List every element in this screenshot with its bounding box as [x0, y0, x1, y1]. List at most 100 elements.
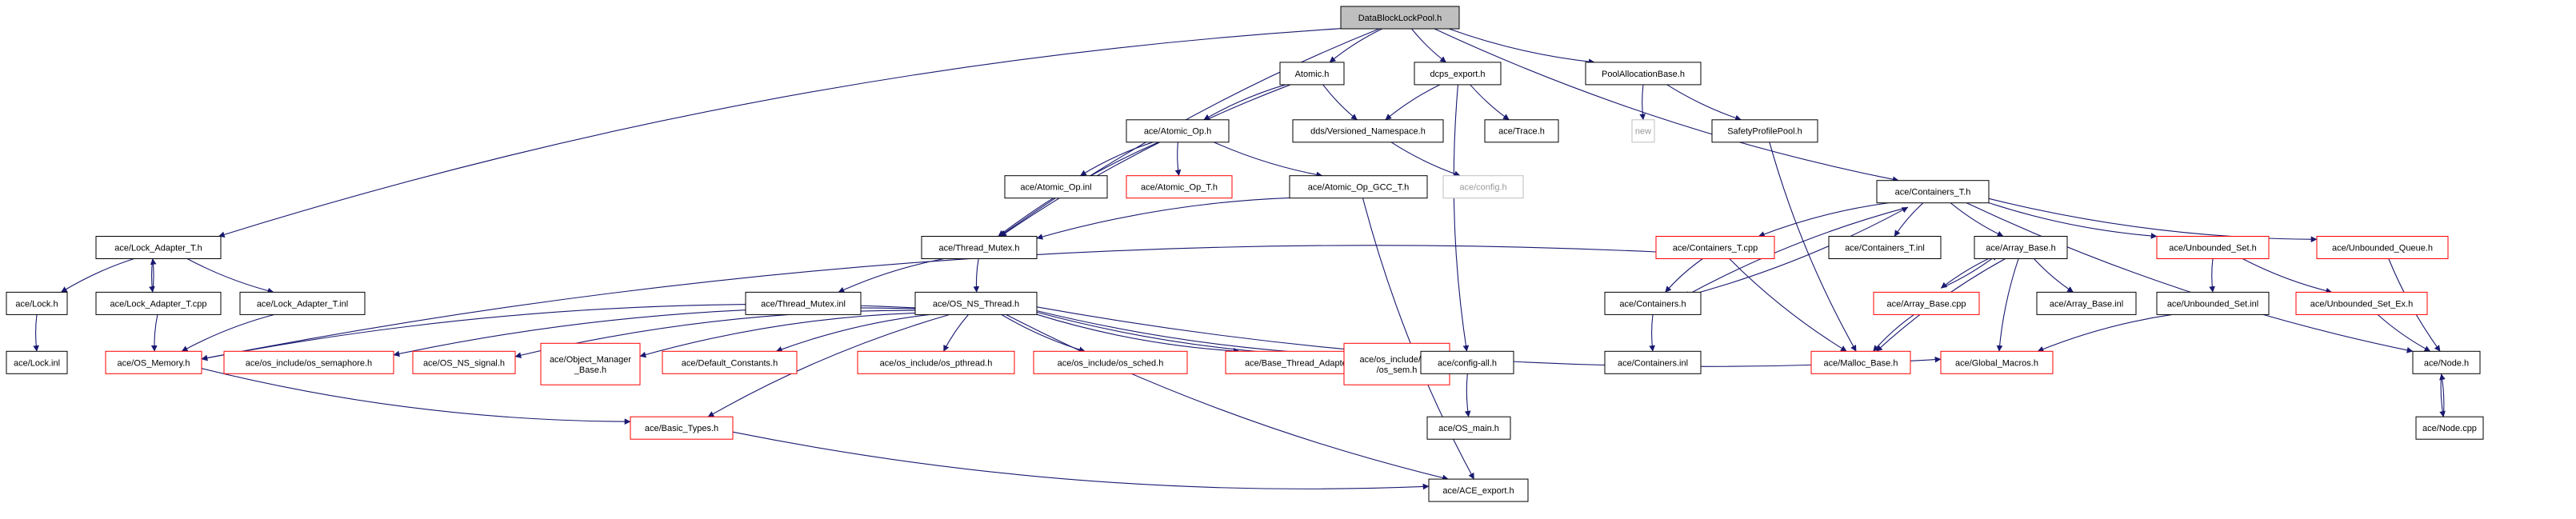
node-ace-atomic-op-gcc-t-h[interactable]: ace/Atomic_Op_GCC_T.h	[1289, 175, 1428, 199]
node-poolallocationbase-h[interactable]: PoolAllocationBase.h	[1585, 62, 1702, 86]
node-label: ace/Basic_Types.h	[645, 424, 718, 433]
node-label: ace/Containers_T.cpp	[1673, 244, 1758, 254]
edge-ace-lock-adapter-t-h-to-ace-lock-h	[61, 258, 134, 293]
edge-ace-os-ns-thread-h-to-ace-os-include-sys-os-sem-h	[1036, 311, 1345, 360]
node-box	[1420, 350, 1514, 374]
node-ace-array-base-inl[interactable]: ace/Array_Base.inl	[2036, 291, 2137, 315]
node-ace-containers-t-h[interactable]: ace/Containers_T.h	[1876, 180, 1990, 204]
node-ace-node-cpp[interactable]: ace/Node.cpp	[2415, 416, 2484, 440]
node-box	[2415, 416, 2484, 440]
edge-ace-lock-adapter-t-inl-to-ace-os-memory-h	[181, 313, 274, 352]
edge-ace-unbounded-set-h-to-ace-unbounded-set-inl	[2209, 258, 2215, 293]
node-label: ace/Object_Manager_Base.h	[550, 355, 631, 375]
node-ace-config-h[interactable]: ace/config.h	[1442, 175, 1524, 199]
node-ace-os-include-os-sched-h[interactable]: ace/os_include/os_sched.h	[1033, 350, 1188, 374]
node-box	[6, 350, 68, 374]
edge-atomic-h-to-ace-atomic-op-h	[1203, 84, 1286, 121]
edge-ace-node-cpp-to-ace-node-h	[2439, 373, 2446, 417]
node-ace-unbounded-set-ex-h[interactable]: ace/Unbounded_Set_Ex.h	[2295, 291, 2428, 315]
node-new[interactable]: new	[1631, 119, 1655, 143]
node-ace-unbounded-set-inl[interactable]: ace/Unbounded_Set.inl	[2156, 291, 2270, 315]
node-dcps-export-h[interactable]: dcps_export.h	[1414, 62, 1502, 86]
node-ace-array-base-cpp[interactable]: ace/Array_Base.cpp	[1873, 291, 1980, 315]
node-ace-containers-h[interactable]: ace/Containers.h	[1604, 291, 1702, 315]
node-ace-lock-adapter-t-cpp[interactable]: ace/Lock_Adapter_T.cpp	[95, 291, 222, 315]
node-label: ace/os_include/os_semaphore.h	[246, 358, 372, 368]
node-label: ace/ACE_export.h	[1442, 486, 1514, 496]
edge-datablocklockpool-h-to-dcps-export-h	[1410, 28, 1446, 63]
node-box	[1828, 236, 1942, 259]
node-box	[630, 416, 734, 440]
node-ace-array-base-h[interactable]: ace/Array_Base.h	[1974, 236, 2068, 259]
edge-ace-unbounded-set-ex-h-to-ace-node-h	[2377, 313, 2431, 352]
node-ace-os-ns-signal-h[interactable]: ace/OS_NS_signal.h	[412, 350, 516, 374]
edge-ace-array-base-cpp-to-ace-malloc-base-h	[1873, 313, 1914, 352]
node-ace-unbounded-queue-h[interactable]: ace/Unbounded_Queue.h	[2316, 236, 2449, 259]
node-ace-thread-mutex-h[interactable]: ace/Thread_Mutex.h	[921, 236, 1038, 259]
node-label: ace/Global_Macros.h	[1955, 358, 2038, 368]
node-label: ace/Containers.inl	[1618, 358, 1688, 368]
node-box	[1655, 236, 1775, 259]
node-ace-os-ns-thread-h[interactable]: ace/OS_NS_Thread.h	[914, 291, 1038, 315]
node-box	[1126, 175, 1233, 199]
node-ace-containers-inl[interactable]: ace/Containers.inl	[1604, 350, 1702, 374]
node-ace-basic-types-h[interactable]: ace/Basic_Types.h	[630, 416, 734, 440]
node-label: ace/Array_Base.h	[1986, 244, 2055, 254]
node-label: ace/OS_main.h	[1438, 424, 1499, 433]
node-ace-trace-h[interactable]: ace/Trace.h	[1484, 119, 1559, 143]
node-ace-node-h[interactable]: ace/Node.h	[2412, 350, 2481, 374]
edge-ace-thread-mutex-h-to-ace-thread-mutex-inl	[838, 258, 945, 293]
node-label: ace/OS_NS_signal.h	[423, 358, 505, 368]
node-ace-lock-h[interactable]: ace/Lock.h	[6, 291, 68, 315]
edge-ace-thread-mutex-h-to-ace-os-ns-thread-h	[973, 258, 980, 293]
edge-ace-lock-adapter-t-h-to-ace-lock-adapter-t-inl	[186, 258, 274, 294]
node-label: Atomic.h	[1295, 70, 1330, 79]
node-dds-versioned-namespace-h[interactable]: dds/Versioned_Namespace.h	[1292, 119, 1444, 143]
node-ace-unbounded-set-h[interactable]: ace/Unbounded_Set.h	[2156, 236, 2270, 259]
node-ace-atomic-op-inl[interactable]: ace/Atomic_Op.inl	[1004, 175, 1108, 199]
node-ace-malloc-base-h[interactable]: ace/Malloc_Base.h	[1810, 350, 1911, 374]
node-label: ace/Atomic_Op.inl	[1020, 183, 1091, 193]
node-ace-lock-inl[interactable]: ace/Lock.inl	[6, 350, 68, 374]
node-ace-os-include-os-semaphore-h[interactable]: ace/os_include/os_semaphore.h	[223, 350, 394, 374]
node-ace-ace-export-h[interactable]: ace/ACE_export.h	[1428, 478, 1529, 502]
node-ace-config-all-h[interactable]: ace/config-all.h	[1420, 350, 1514, 374]
node-box	[1004, 175, 1108, 199]
node-atomic-h[interactable]: Atomic.h	[1279, 62, 1345, 86]
node-ace-thread-mutex-inl[interactable]: ace/Thread_Mutex.inl	[745, 291, 862, 315]
node-box	[1126, 119, 1230, 143]
node-label: ace/OS_Memory.h	[118, 358, 190, 368]
node-ace-default-constants-h[interactable]: ace/Default_Constants.h	[662, 350, 798, 374]
edge-ace-containers-t-cpp-to-ace-os-memory-h	[201, 245, 1657, 361]
node-label: ace/Thread_Mutex.h	[939, 244, 1020, 254]
node-box	[1426, 416, 1511, 440]
node-ace-os-memory-h[interactable]: ace/OS_Memory.h	[105, 350, 202, 374]
node-ace-lock-adapter-t-h[interactable]: ace/Lock_Adapter_T.h	[95, 236, 222, 259]
node-ace-containers-t-inl[interactable]: ace/Containers_T.inl	[1828, 236, 1942, 259]
node-ace-global-macros-h[interactable]: ace/Global_Macros.h	[1940, 350, 2054, 374]
node-ace-os-include-os-pthread-h[interactable]: ace/os_include/os_pthread.h	[857, 350, 1015, 374]
node-label: PoolAllocationBase.h	[1602, 70, 1685, 79]
edge-ace-containers-t-cpp-to-ace-malloc-base-h	[1729, 258, 1847, 352]
node-ace-atomic-op-h[interactable]: ace/Atomic_Op.h	[1126, 119, 1230, 143]
node-label: ace/os_include/sys/os_sem.h	[1360, 355, 1434, 375]
node-box	[2156, 236, 2270, 259]
edge-ace-containers-t-h-to-ace-containers-t-cpp	[1758, 202, 1890, 238]
node-label: ace/Lock_Adapter_T.inl	[257, 299, 348, 309]
node-ace-lock-adapter-t-inl[interactable]: ace/Lock_Adapter_T.inl	[239, 291, 366, 315]
node-ace-os-main-h[interactable]: ace/OS_main.h	[1426, 416, 1511, 440]
node-ace-containers-t-cpp[interactable]: ace/Containers_T.cpp	[1655, 236, 1775, 259]
edge-ace-containers-t-cpp-to-ace-containers-h	[1665, 258, 1703, 293]
edge-ace-atomic-op-gcc-t-h-to-ace-thread-mutex-h	[1036, 197, 1290, 240]
edge-atomic-h-to-dds-versioned-namespace-h	[1322, 84, 1358, 121]
edge-atomic-h-to-ace-thread-mutex-h	[1000, 84, 1291, 237]
node-safetyprofilepool-h[interactable]: SafetyProfilePool.h	[1711, 119, 1818, 143]
edge-ace-os-ns-thread-h-to-ace-base-thread-adapter-h	[1036, 313, 1240, 354]
node-ace-atomic-op-t-h[interactable]: ace/Atomic_Op_T.h	[1126, 175, 1233, 199]
node-box	[1033, 350, 1188, 374]
node-label: ace/config-all.h	[1438, 358, 1497, 368]
node-ace-object-manager-base-h[interactable]: ace/Object_Manager_Base.h	[540, 342, 641, 385]
node-datablocklockpool-h[interactable]: DataBlockLockPool.h	[1340, 6, 1460, 30]
node-label: ace/Node.cpp	[2422, 424, 2477, 433]
node-label: ace/os_include/os_pthread.h	[880, 358, 993, 368]
